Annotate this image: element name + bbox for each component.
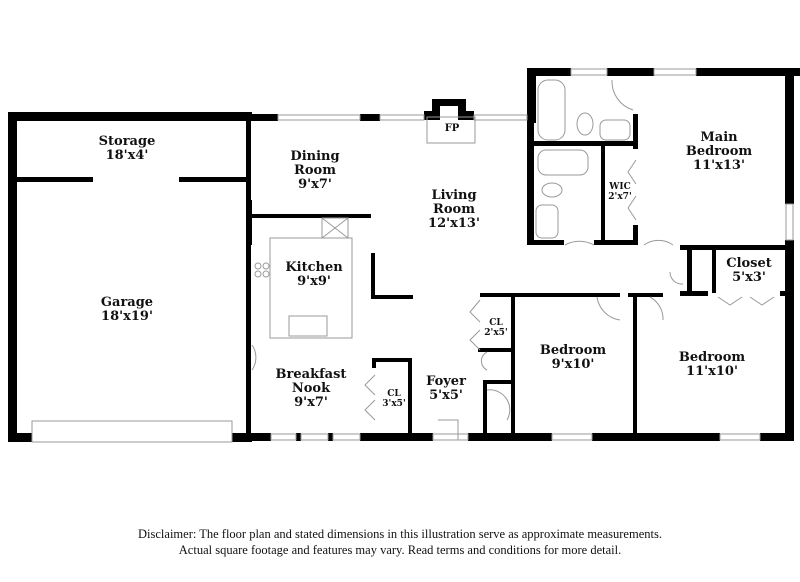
kitchen-sink (288, 315, 328, 337)
sink-hall (535, 204, 559, 239)
toilet-hall (541, 182, 563, 198)
bathtub-hall (537, 149, 589, 176)
exterior-walls (8, 68, 800, 442)
kitchen-counter (269, 237, 353, 339)
interior-walls (17, 110, 794, 441)
fireplace-label: FP (444, 123, 460, 134)
bathtub-main (537, 79, 566, 141)
windows (31, 68, 794, 443)
fixtures (251, 79, 775, 440)
fireplace-hearth (426, 116, 476, 144)
pantry (321, 217, 349, 239)
door-swing (611, 79, 634, 111)
disclaimer: Disclaimer: The floor plan and stated di… (138, 527, 662, 558)
sink-main (599, 119, 631, 141)
toilet-main (576, 112, 594, 136)
